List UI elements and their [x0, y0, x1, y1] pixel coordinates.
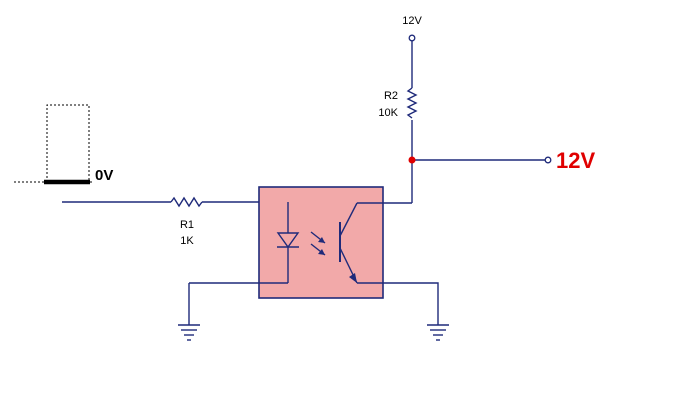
resistor-r2 — [406, 87, 418, 119]
r2-name: R2 — [384, 90, 398, 102]
r2-value: 10K — [378, 107, 398, 119]
phototransistor-icon — [339, 202, 383, 284]
ground-right-icon — [427, 324, 449, 341]
r1-name: R1 — [180, 219, 194, 231]
output-terminal[interactable] — [544, 156, 552, 164]
optocoupler-body — [258, 186, 384, 299]
supply-label: 12V — [402, 15, 422, 27]
switch-dotted-frame — [46, 104, 90, 182]
led-icon — [276, 202, 300, 283]
output-node-dot — [408, 156, 416, 164]
supply-terminal — [408, 34, 416, 42]
input-switch[interactable] — [14, 104, 92, 185]
output-label: 12V — [556, 148, 595, 173]
ground-left-icon — [178, 324, 200, 341]
ground-right-wire — [383, 282, 439, 325]
resistor-r1 — [170, 196, 203, 208]
light-arrows-icon — [310, 231, 326, 256]
input-label: 0V — [95, 167, 113, 184]
r1-value: 1K — [180, 235, 194, 247]
